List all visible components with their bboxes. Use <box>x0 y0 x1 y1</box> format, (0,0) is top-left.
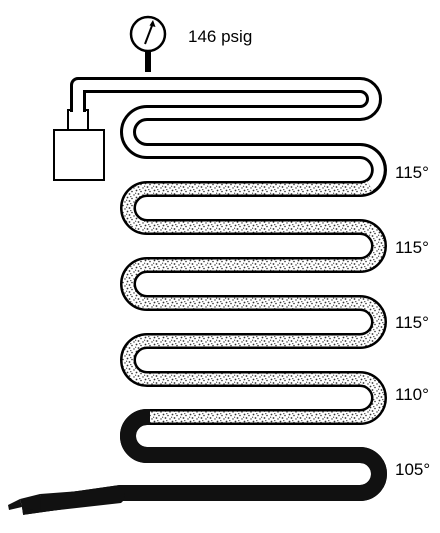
coil-liquid-section <box>20 409 387 515</box>
coil-vapor-section <box>73 80 384 191</box>
temperature-label: 110° <box>395 385 429 404</box>
temperature-label: 115° <box>395 163 429 182</box>
temperature-label: 105° <box>395 460 430 479</box>
pressure-gauge-icon <box>129 15 167 72</box>
filter-drier <box>8 488 125 512</box>
temperature-label: 115° <box>395 238 429 257</box>
temperature-label: 115° <box>395 313 429 332</box>
coil-two-phase-section <box>122 181 385 423</box>
compressor-unit <box>53 109 105 181</box>
gauge-reading: 146 psig <box>188 27 252 46</box>
